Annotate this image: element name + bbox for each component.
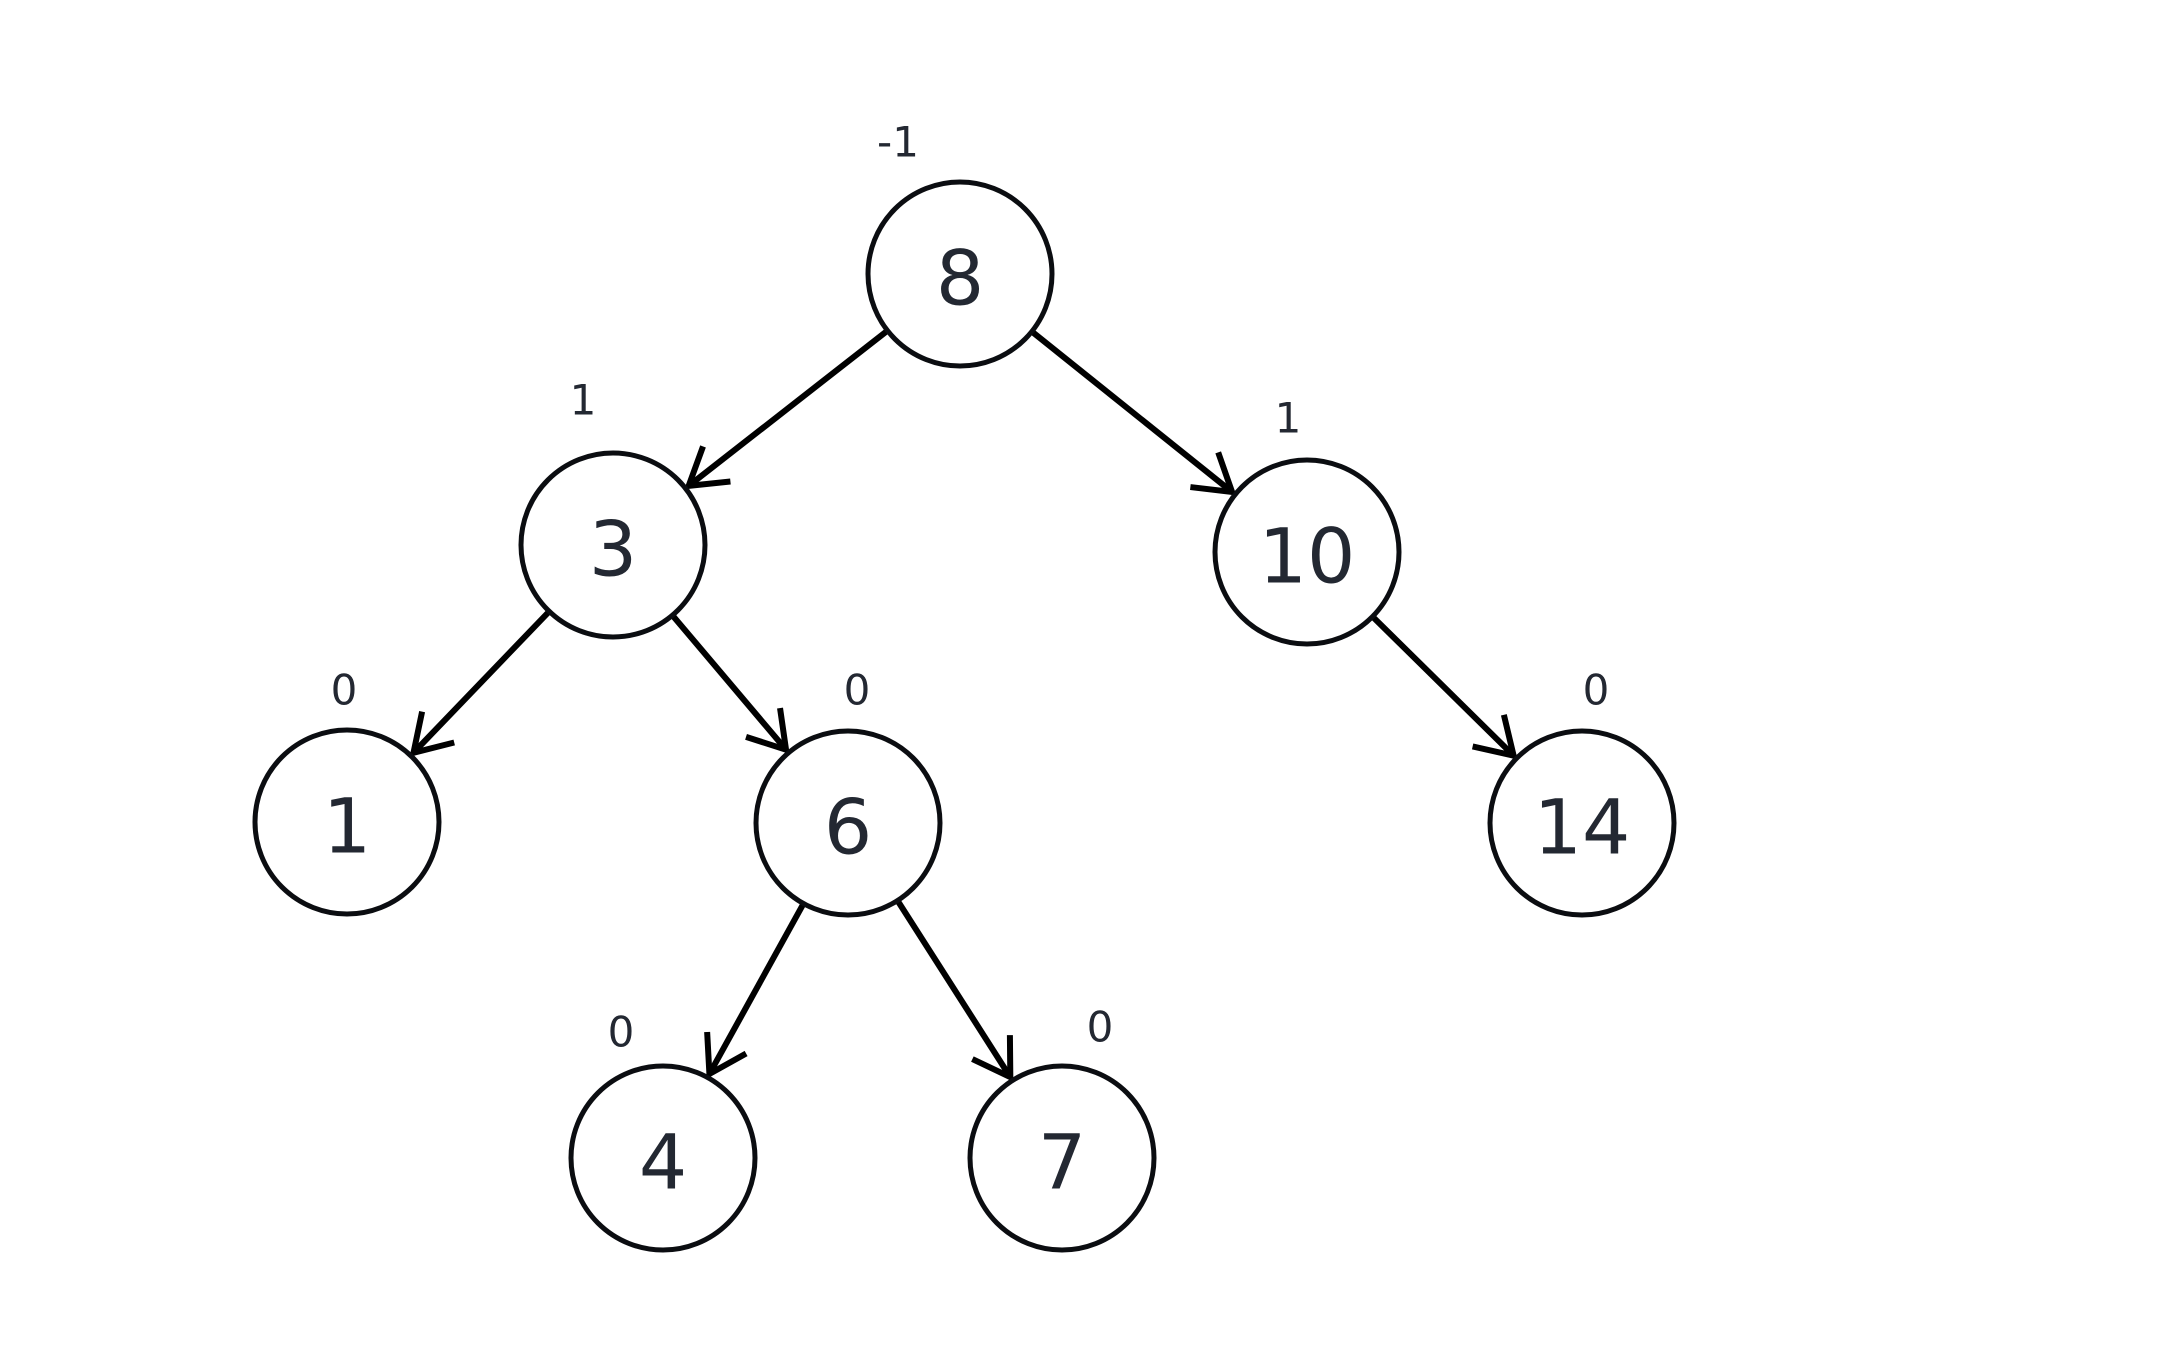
node-circle-10[interactable] bbox=[1212, 457, 1402, 647]
node-value-label: 8 bbox=[936, 234, 984, 323]
node-circle-1[interactable] bbox=[252, 727, 442, 917]
node-balance-factor-label: 0 bbox=[844, 666, 871, 715]
node-value-label: 14 bbox=[1534, 783, 1631, 872]
tree-node-7[interactable]: 70 bbox=[967, 1003, 1157, 1253]
node-circle-4[interactable] bbox=[568, 1063, 758, 1253]
tree-edge bbox=[896, 900, 1014, 1082]
node-value-label: 4 bbox=[639, 1118, 687, 1207]
tree-edge bbox=[409, 610, 551, 757]
node-value-label: 3 bbox=[589, 505, 637, 594]
tree-node-14[interactable]: 14 0 bbox=[1487, 666, 1677, 918]
node-value-label: 6 bbox=[824, 783, 872, 872]
node-circle-8[interactable] bbox=[865, 179, 1055, 369]
tree-edge bbox=[1371, 615, 1518, 760]
edges-layer bbox=[409, 329, 1518, 1082]
tree-edge bbox=[684, 329, 888, 490]
node-circle-7[interactable] bbox=[967, 1063, 1157, 1253]
node-circle-6[interactable] bbox=[753, 728, 943, 918]
tree-node-1[interactable]: 10 bbox=[252, 666, 442, 917]
node-balance-factor-label: 0 bbox=[331, 666, 358, 715]
tree-node-8[interactable]: 8 -1 bbox=[865, 118, 1055, 369]
tree-node-10[interactable]: 10 1 bbox=[1212, 394, 1402, 647]
node-value-label: 10 bbox=[1259, 512, 1356, 601]
node-circle-14[interactable] bbox=[1487, 728, 1677, 918]
node-balance-factor-label: 1 bbox=[570, 376, 597, 425]
node-value-label: 7 bbox=[1038, 1118, 1086, 1207]
node-balance-factor-label: -1 bbox=[877, 118, 919, 167]
node-balance-factor-label: 0 bbox=[1583, 666, 1610, 715]
tree-node-6[interactable]: 60 bbox=[753, 666, 943, 918]
tree-node-4[interactable]: 40 bbox=[568, 1008, 758, 1253]
node-value-label: 1 bbox=[323, 782, 371, 871]
node-balance-factor-label: 1 bbox=[1275, 394, 1302, 443]
tree-edge bbox=[1031, 330, 1237, 496]
node-circle-3[interactable] bbox=[518, 450, 708, 640]
node-balance-factor-label: 0 bbox=[608, 1008, 635, 1057]
tree-edge bbox=[704, 903, 806, 1079]
node-balance-factor-label: 0 bbox=[1087, 1003, 1114, 1052]
tree-node-3[interactable]: 31 bbox=[518, 376, 708, 640]
tree-edge bbox=[671, 614, 790, 755]
